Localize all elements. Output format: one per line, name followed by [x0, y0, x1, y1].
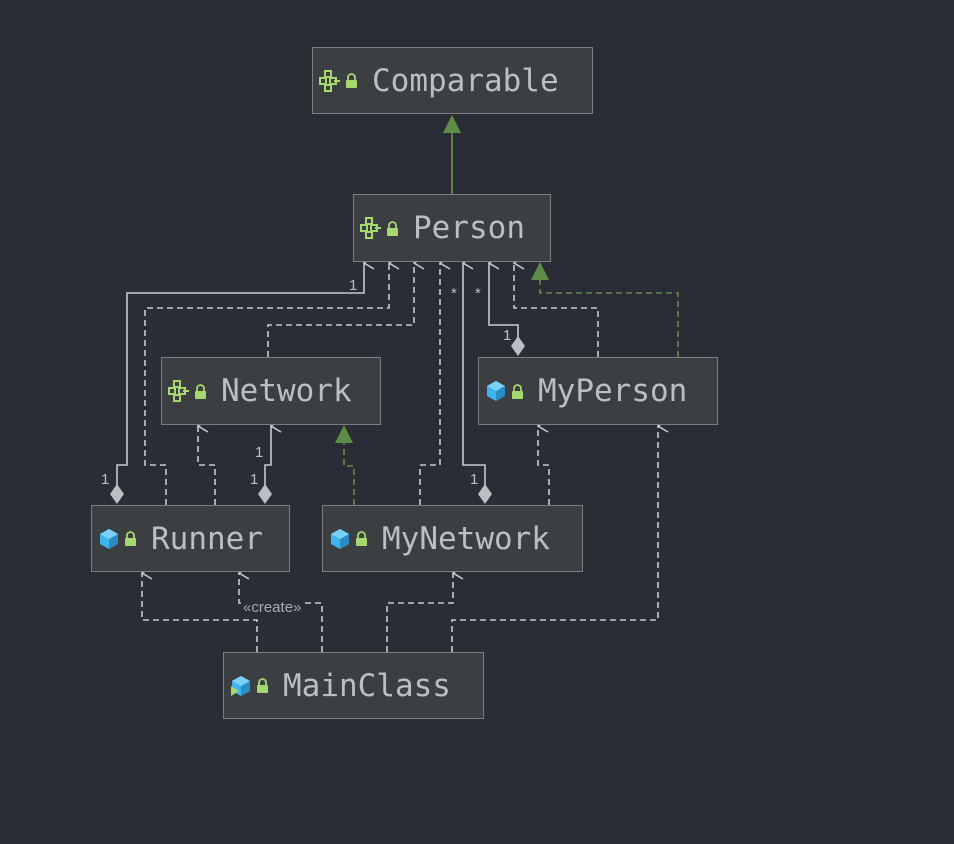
node-mynetwork-label: MyNetwork	[382, 520, 550, 557]
edge-network-depends-person	[267, 263, 414, 357]
edge-mainclass-depends-myperson	[451, 426, 658, 652]
node-comparable-label: Comparable	[372, 62, 559, 99]
node-runner[interactable]: Runner	[91, 505, 290, 572]
multiplicity-mynetwork-network: 1	[470, 471, 479, 488]
edge-runner-composes-network	[264, 426, 271, 485]
edge-mynetwork-implements-network-arrowhead	[335, 425, 353, 443]
interface-icon	[168, 380, 189, 402]
edge-mainclass-depends-runner	[142, 573, 258, 652]
edge-myperson-implements-person-arrowhead	[531, 262, 549, 280]
multiplicity-myperson-person: 1	[503, 327, 512, 344]
edge-mynetwork-composes-person	[463, 263, 486, 485]
lock-icon	[257, 678, 268, 693]
edge-mynetwork-depends-person	[419, 263, 440, 505]
lock-icon	[125, 531, 136, 546]
edge-runner-composes-network-diamond	[258, 484, 272, 504]
edge-runner-composes-person	[116, 263, 364, 485]
lock-icon	[512, 383, 523, 399]
multiplicity-runner-network: 1	[255, 444, 264, 461]
multiplicity-network-person: *	[451, 285, 457, 302]
lock-icon	[356, 531, 367, 546]
node-runner-label: Runner	[151, 520, 263, 557]
edge-myperson-implements-person	[539, 277, 679, 357]
class-icon	[331, 528, 349, 549]
node-myperson[interactable]: MyPerson	[478, 357, 718, 425]
stereotype-create-label: «create»	[243, 599, 302, 616]
edge-myperson-composes-person-diamond	[511, 336, 525, 356]
lock-icon	[195, 383, 206, 399]
node-person-label: Person	[413, 210, 525, 246]
multiplicity-mynetwork-person: *	[475, 285, 481, 302]
interface-icon	[360, 217, 381, 239]
lock-icon	[346, 73, 357, 88]
node-mynetwork[interactable]: MyNetwork	[322, 505, 583, 572]
node-network-label: Network	[221, 373, 352, 409]
class-icon	[487, 381, 505, 401]
edge-myperson-depends-person	[514, 263, 599, 357]
edge-mynetwork-implements-network	[343, 441, 355, 505]
node-mainclass[interactable]: MainClass	[223, 652, 484, 719]
lock-icon	[387, 220, 398, 236]
edge-runner-depends-person	[144, 263, 389, 505]
multiplicity-runner-diamond: 1	[101, 471, 110, 488]
edge-person-extends-comparable-arrowhead	[443, 115, 461, 133]
multiplicity-runner-person: 1	[349, 277, 358, 294]
class-icon	[100, 528, 118, 549]
multiplicity-runner-network-diamond: 1	[250, 471, 259, 488]
node-network[interactable]: Network	[161, 357, 381, 425]
edge-mainclass-depends-mynetwork	[386, 573, 453, 652]
edge-runner-depends-network	[198, 426, 216, 505]
edge-runner-composes-person-diamond	[110, 484, 124, 504]
edge-myperson-composes-person	[489, 263, 519, 337]
interface-icon	[319, 69, 340, 92]
edge-mynetwork-depends-myperson	[538, 426, 550, 505]
node-person[interactable]: Person	[353, 194, 551, 262]
edge-mynetwork-composes-person-diamond	[478, 484, 492, 504]
node-myperson-label: MyPerson	[538, 373, 688, 409]
node-mainclass-label: MainClass	[283, 667, 451, 704]
node-comparable[interactable]: Comparable	[312, 47, 593, 114]
main-class-icon	[231, 675, 250, 696]
